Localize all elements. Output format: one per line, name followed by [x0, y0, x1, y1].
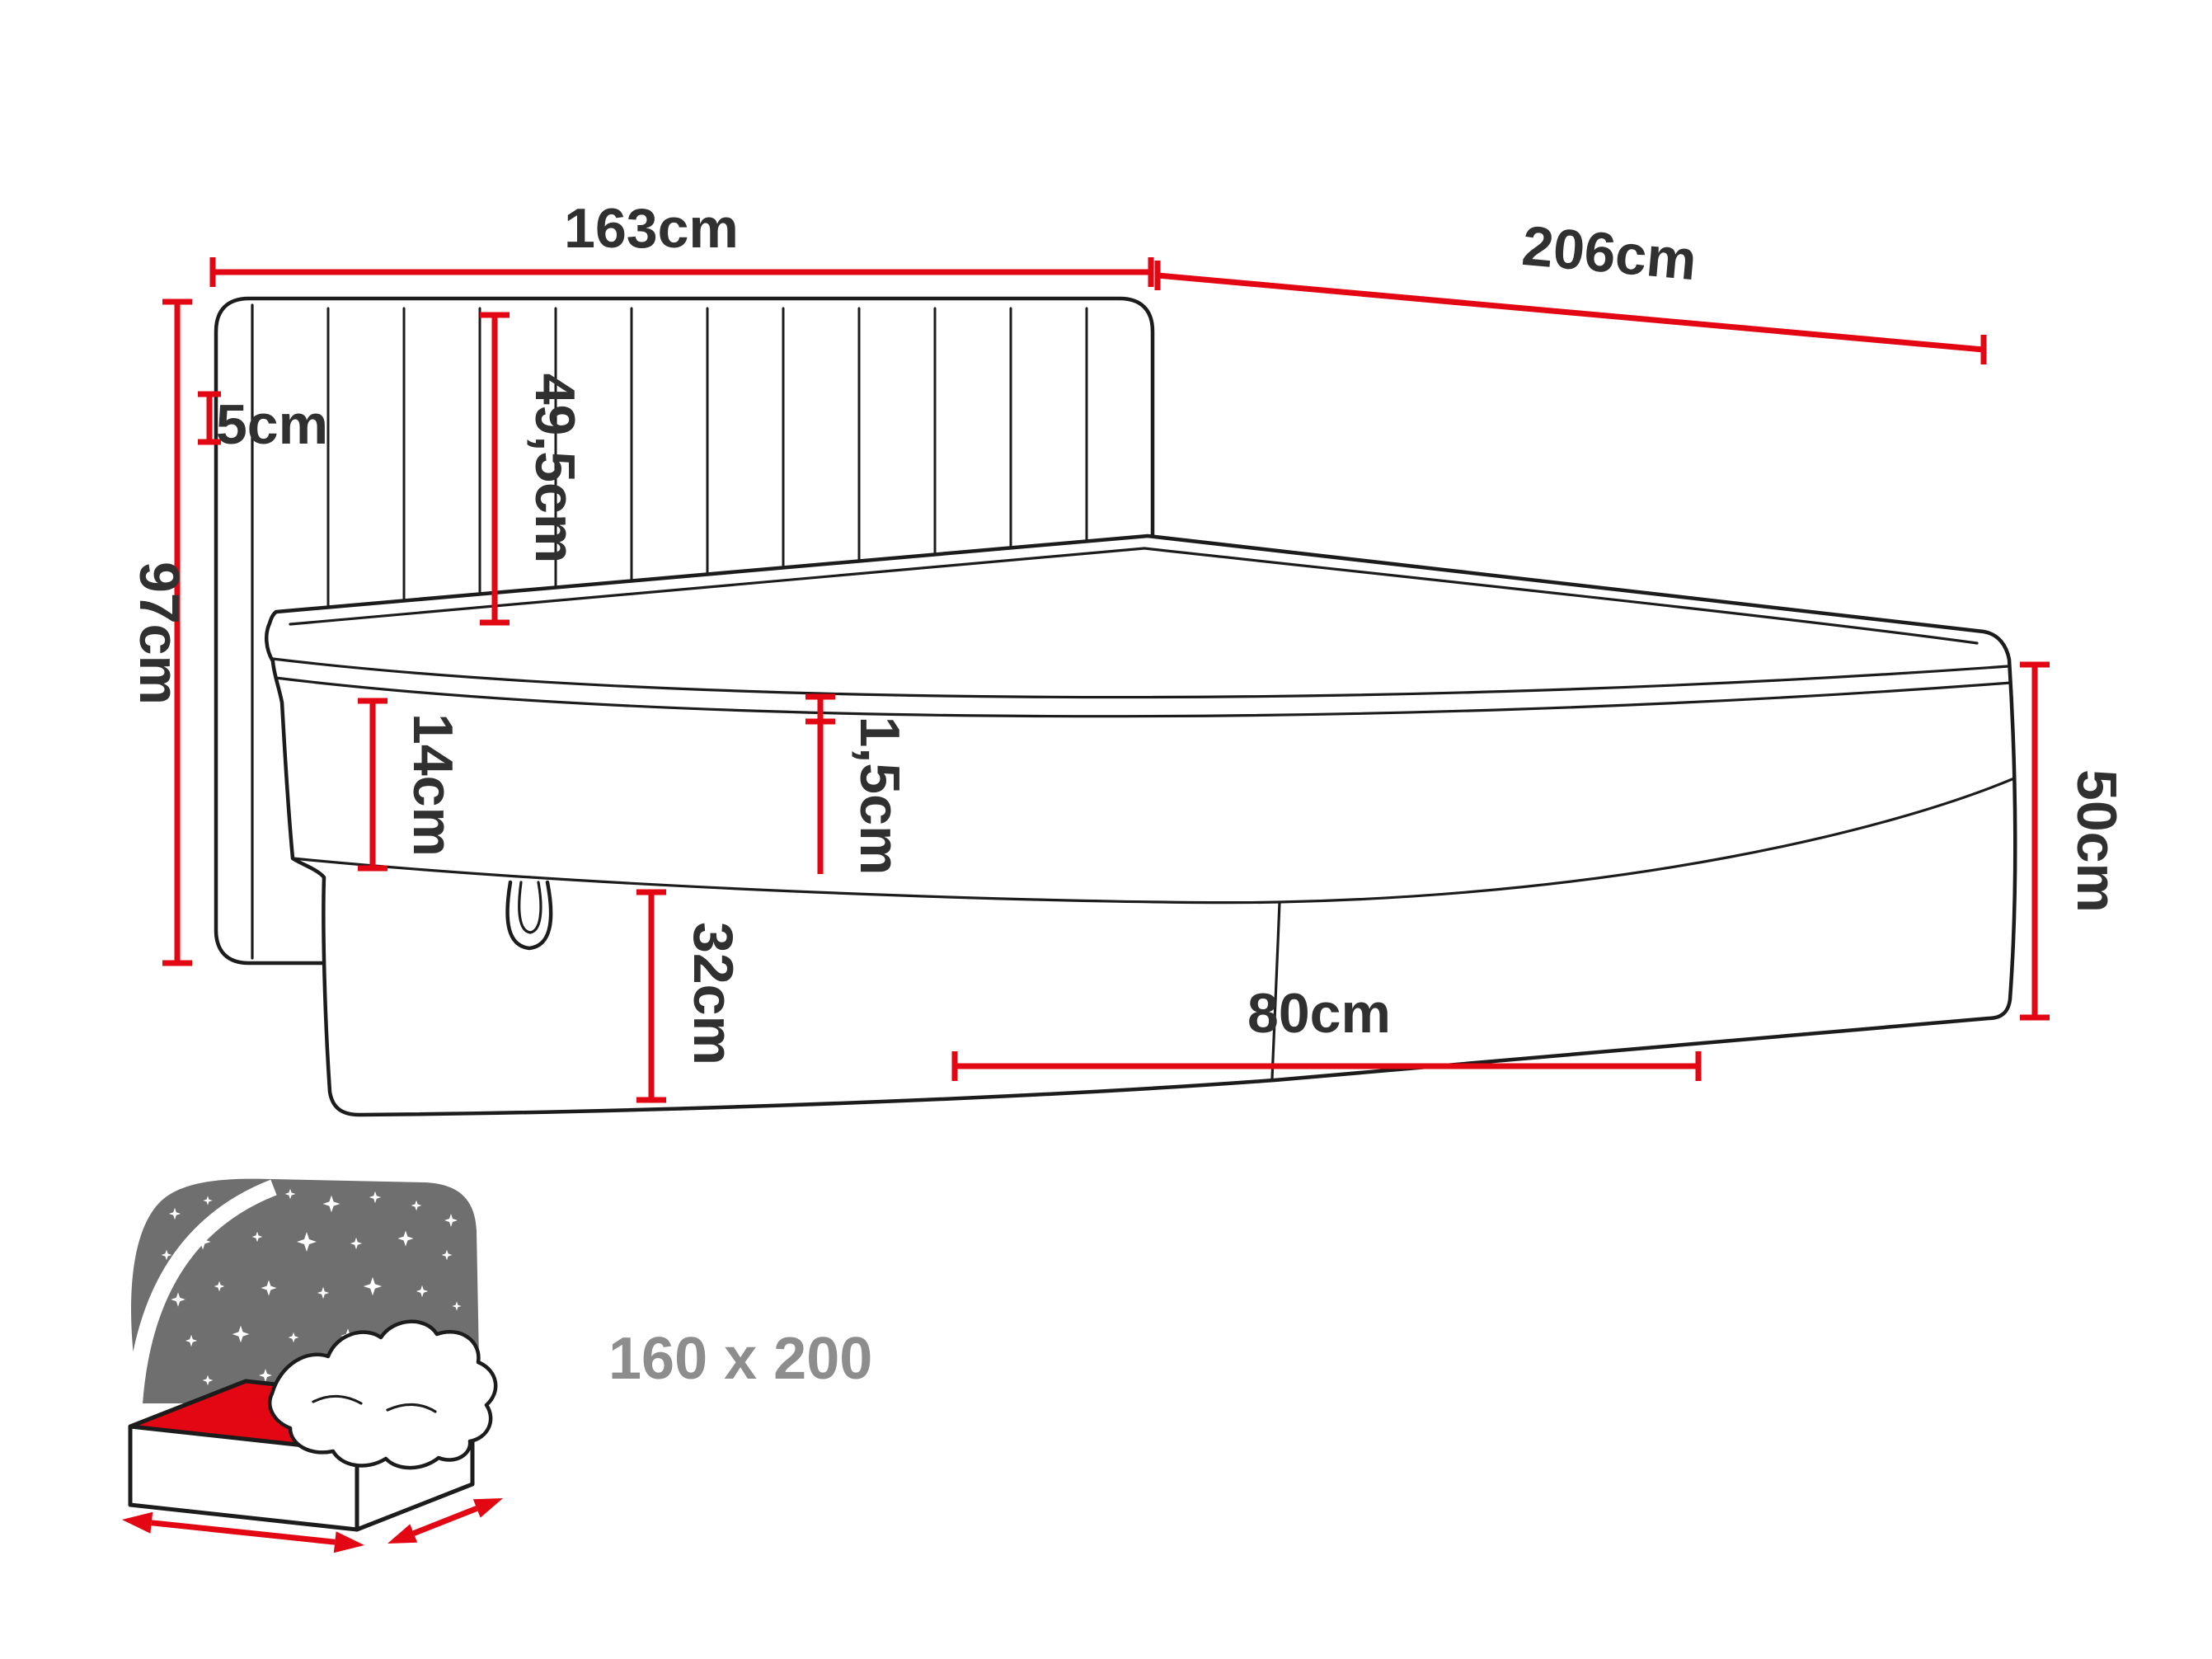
icon-duvet	[268, 1319, 498, 1470]
dim-side-panel: 5cm	[198, 391, 328, 456]
dim-line	[1157, 272, 1984, 353]
dim-topper-label: 1,5cm	[848, 717, 911, 876]
dim-headboard-width-label: 163cm	[564, 197, 739, 260]
dim-side-height-label: 50cm	[2065, 769, 2128, 913]
arrow-line	[412, 1506, 478, 1536]
bed-drawing	[214, 296, 2017, 1117]
icon-depth-arrow	[387, 1498, 503, 1544]
dim-headboard-height-label: 49,5cm	[524, 374, 586, 564]
icon-duvet-fold	[312, 1394, 363, 1405]
dim-mattress-height: 14cm	[358, 698, 464, 872]
icon-headboard-swoosh	[126, 1179, 277, 1404]
dim-storage-drawer: 80cm	[951, 982, 1702, 1081]
dimension-annotations: 163cm 206cm 5cm 97cm 49,5cm	[128, 197, 2128, 1103]
dim-headboard-height: 49,5cm	[480, 312, 586, 626]
arrowhead	[122, 1511, 153, 1534]
handle-inner-loop	[518, 881, 542, 934]
dim-side-height: 50cm	[2020, 661, 2128, 1021]
dim-headboard-width: 163cm	[209, 197, 1154, 287]
drawer-handle	[505, 880, 553, 951]
dim-topper: 1,5cm	[805, 693, 911, 876]
arrowhead	[333, 1531, 364, 1553]
bed-body	[265, 533, 2017, 1117]
size-label: 160 x 200	[608, 1326, 872, 1392]
dim-total-length: 206cm	[1154, 214, 1987, 364]
dim-base-height: 32cm	[636, 889, 744, 1103]
dim-mattress-height-label: 14cm	[402, 713, 464, 857]
mattress-side-piping	[1143, 547, 1979, 645]
dim-side-panel-label: 5cm	[216, 393, 328, 456]
icon-width-arrow	[122, 1511, 364, 1553]
storage-bed-icon	[122, 1178, 503, 1553]
dim-total-length-label: 206cm	[1519, 214, 1699, 293]
pillowtop-seam	[274, 676, 2012, 718]
dim-total-height-label: 97cm	[128, 562, 190, 705]
handle-outer-loop	[505, 880, 553, 951]
arrow-line	[151, 1520, 336, 1545]
arrowhead	[387, 1524, 418, 1544]
base-top-edge	[291, 777, 2016, 905]
dim-base-height-label: 32cm	[682, 922, 744, 1065]
icon-duvet-fold	[386, 1403, 437, 1413]
mattress-back-piping	[289, 547, 1146, 626]
arrowhead	[472, 1498, 503, 1518]
dim-total-height: 97cm	[128, 298, 192, 966]
mattress-front-top-edge	[271, 657, 2010, 699]
drawer-seam	[1270, 900, 1281, 1080]
dim-storage-drawer-label: 80cm	[1247, 982, 1391, 1045]
